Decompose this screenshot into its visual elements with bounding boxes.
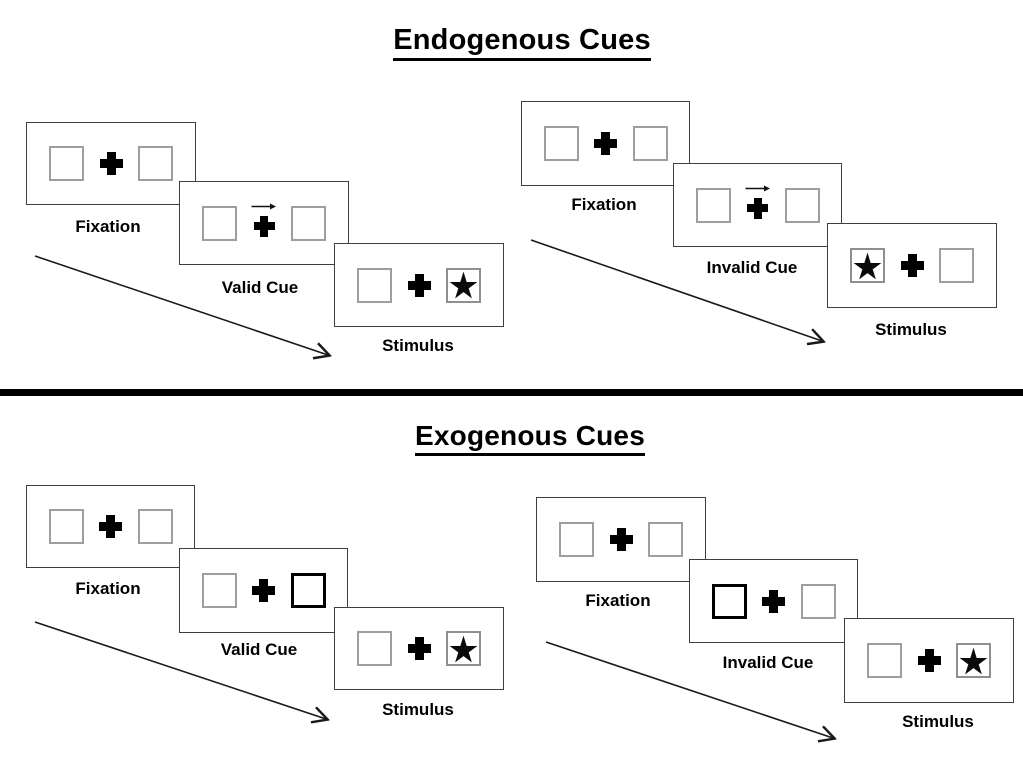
exogenous-title-text: Exogenous Cues [415, 420, 645, 456]
endogenous-section-title: Endogenous Cues [22, 24, 1022, 61]
fixation-cross-icon [99, 515, 122, 538]
right-placeholder-box [784, 187, 820, 223]
card-stimulus [827, 223, 997, 308]
left-placeholder-box [543, 126, 579, 161]
stimulus-label: Stimulus [902, 712, 974, 731]
card-stimulus [334, 607, 504, 690]
card-fixation [536, 497, 706, 582]
fixation-cross-icon [407, 273, 431, 297]
left-placeholder-box [357, 631, 392, 666]
card-stimulus [844, 618, 1014, 703]
stimulus-label: Stimulus [382, 700, 454, 719]
stimulus-label: Stimulus [875, 320, 947, 339]
card-fixation [26, 485, 195, 568]
left-placeholder-box [695, 187, 731, 223]
card-valid-cue [179, 181, 349, 265]
card-invalid-cue [689, 559, 858, 643]
timeline-arrow-icon [530, 239, 831, 347]
fixation-label: Fixation [585, 591, 651, 610]
right-target-box [446, 267, 481, 303]
star-icon [959, 647, 988, 674]
right-placeholder-box [939, 248, 974, 283]
star-icon [853, 252, 882, 279]
left-placeholder-box [201, 573, 237, 608]
fixation-cross-icon [900, 254, 924, 277]
fixation-cross-icon [253, 215, 275, 237]
stimulus-label: Stimulus [382, 336, 454, 355]
fixation-label: Fixation [75, 579, 141, 598]
left-placeholder-box [867, 643, 902, 678]
fixation-cross-icon [917, 649, 941, 672]
valid-cue-label: Valid Cue [220, 640, 298, 659]
fixation-cross-icon [594, 132, 617, 155]
left-placeholder-box [357, 267, 392, 303]
left-placeholder-box [48, 509, 84, 544]
star-icon [449, 635, 478, 662]
invalid-cue-label: Invalid Cue [722, 653, 814, 672]
fixation-cross-icon [407, 637, 431, 660]
right-placeholder-box [138, 146, 173, 181]
left-placeholder-box [202, 205, 237, 241]
right-placeholder-box [291, 205, 326, 241]
section-divider [0, 389, 1023, 396]
fixation-cross-icon [99, 152, 123, 175]
card-invalid-cue [673, 163, 842, 247]
card-fixation [521, 101, 690, 186]
fixation-cross-icon [609, 528, 633, 551]
fixation-label: Fixation [571, 195, 637, 214]
valid-cue-label: Valid Cue [221, 278, 299, 297]
card-fixation [26, 122, 196, 205]
right-arrow-cue-icon [745, 185, 770, 191]
left-target-box [850, 248, 885, 283]
fixation-label: Fixation [75, 217, 141, 236]
left-placeholder-box [559, 522, 594, 557]
invalid-cue-label: Invalid Cue [706, 258, 798, 277]
right-target-box [446, 631, 481, 666]
timeline-arrow-icon [34, 255, 337, 363]
timeline-arrow-icon [34, 621, 335, 726]
exogenous-section-title: Exogenous Cues [30, 420, 1023, 456]
fixation-cross-icon [762, 589, 785, 613]
left-highlight-cue-box [711, 583, 747, 619]
endogenous-title-text: Endogenous Cues [393, 24, 651, 61]
card-stimulus [334, 243, 504, 327]
card-valid-cue [179, 548, 348, 633]
timeline-arrow-icon [545, 641, 846, 745]
left-placeholder-box [49, 146, 84, 181]
right-arrow-cue-icon [251, 203, 276, 209]
right-placeholder-box [632, 126, 668, 161]
right-target-box [956, 643, 991, 678]
star-icon [449, 271, 478, 299]
right-highlight-cue-box [290, 573, 326, 608]
right-placeholder-box [800, 583, 836, 619]
fixation-cross-icon [747, 197, 768, 219]
right-placeholder-box [648, 522, 683, 557]
right-placeholder-box [137, 509, 173, 544]
fixation-cross-icon [252, 579, 275, 602]
